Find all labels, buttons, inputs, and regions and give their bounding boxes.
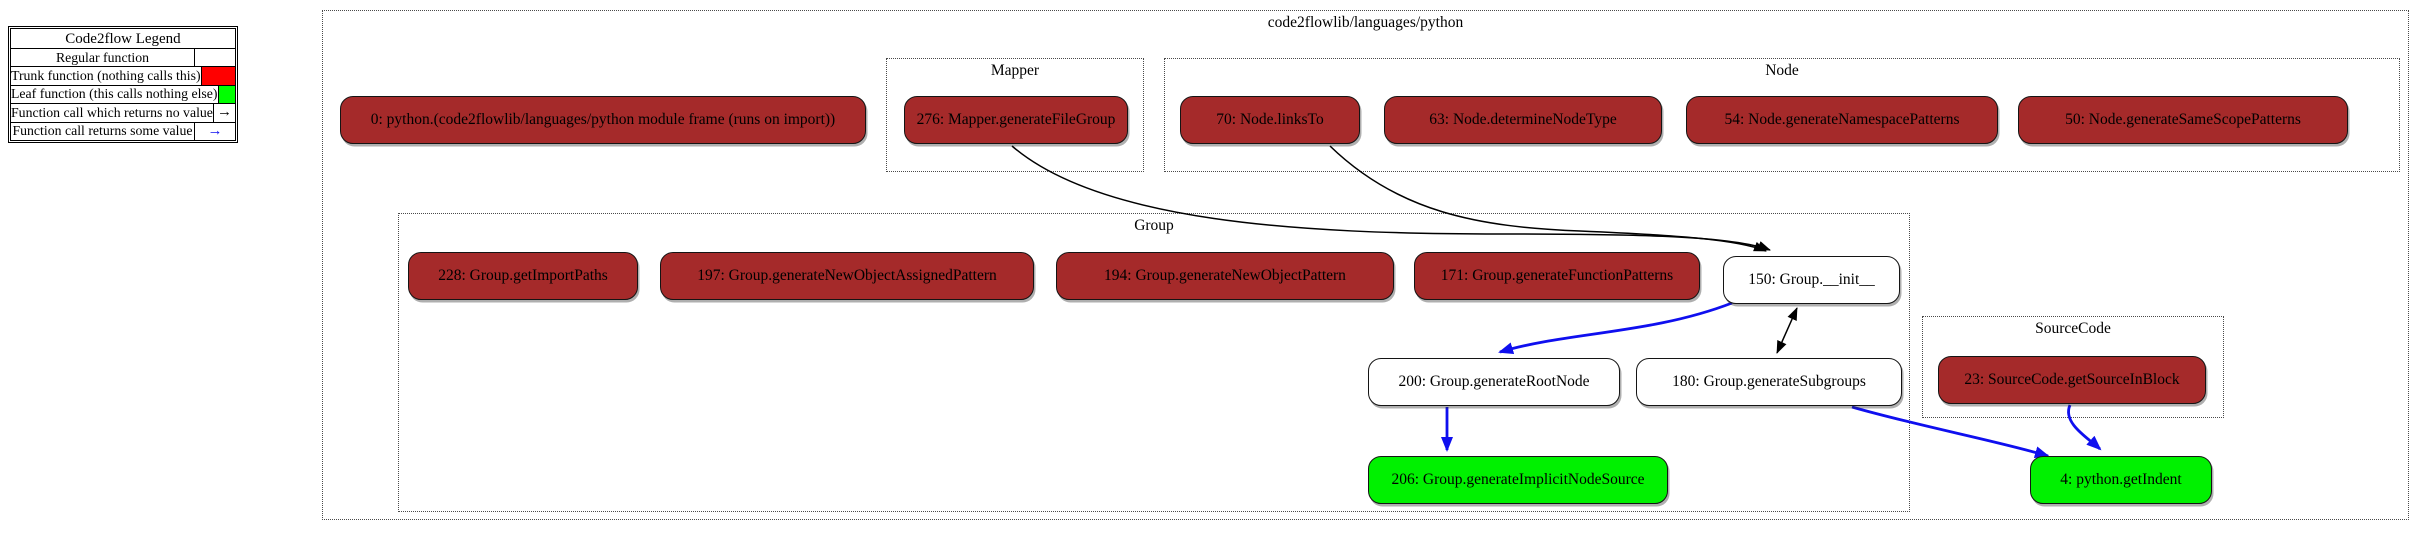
legend-row-leaf: Leaf function (this calls nothing else) [11,84,235,104]
legend-row-call-no-return: Function call which returns no value → [11,103,235,122]
cluster-mapper-title: Mapper [990,62,1040,79]
node-group-generateNewObjectAssignedPattern: 197: Group.generateNewObjectAssignedPatt… [660,252,1034,300]
cluster-python-module-title: code2flowlib/languages/python [1267,14,1464,31]
legend-title-text: Code2flow Legend [65,30,181,47]
node-group-generateRootNode: 200: Group.generateRootNode [1368,358,1620,406]
black-arrow-icon: → [216,104,232,121]
node-mapper-generateFileGroup: 276: Mapper.generateFileGroup [904,96,1128,144]
cluster-node: Node [1164,58,2400,172]
node-python-getIndent: 4: python.getIndent [2030,456,2212,504]
cluster-group-title: Group [1134,217,1174,234]
node-python-module-frame: 0: python.(code2flowlib/languages/python… [340,96,866,144]
legend-label: Leaf function (this calls nothing else) [11,85,219,104]
node-group-generateNewObjectPattern: 194: Group.generateNewObjectPattern [1056,252,1394,300]
legend-row-trunk: Trunk function (nothing calls this) [11,66,235,85]
node-node-linksTo: 70: Node.linksTo [1180,96,1360,144]
blue-arrow-icon: → [207,122,223,139]
leaf-function-swatch [218,85,235,104]
node-group-getImportPaths: 228: Group.getImportPaths [408,252,638,300]
legend-title: Code2flow Legend [11,29,235,48]
legend-label: Regular function [11,49,195,67]
node-group-init: 150: Group.__init__ [1723,256,1900,304]
legend-label: Trunk function (nothing calls this) [11,67,202,85]
legend-label: Function call returns some value [11,122,195,140]
node-sourcecode-getSourceInBlock: 23: SourceCode.getSourceInBlock [1938,356,2206,404]
trunk-function-swatch [201,67,235,85]
legend-row-call-returns-value: Function call returns some value → [11,121,235,140]
cluster-node-title: Node [1765,62,1799,79]
legend-label: Function call which returns no value [11,104,214,122]
node-node-generateSameScopePatterns: 50: Node.generateSameScopePatterns [2018,96,2348,144]
node-group-generateSubgroups: 180: Group.generateSubgroups [1636,358,1902,406]
node-group-generateFunctionPatterns: 171: Group.generateFunctionPatterns [1414,252,1700,300]
legend-box: Code2flow Legend Regular function Trunk … [8,26,238,143]
node-group-generateImplicitNodeSource: 206: Group.generateImplicitNodeSource [1368,456,1668,504]
cluster-sourcecode-title: SourceCode [2035,320,2111,337]
node-node-determineNodeType: 63: Node.determineNodeType [1384,96,1662,144]
node-node-generateNamespacePatterns: 54: Node.generateNamespacePatterns [1686,96,1998,144]
legend-table: Code2flow Legend Regular function Trunk … [10,28,236,141]
cluster-python-module: code2flowlib/languages/python [322,10,2409,520]
regular-function-swatch [195,49,235,66]
legend-row-regular: Regular function [11,48,235,67]
